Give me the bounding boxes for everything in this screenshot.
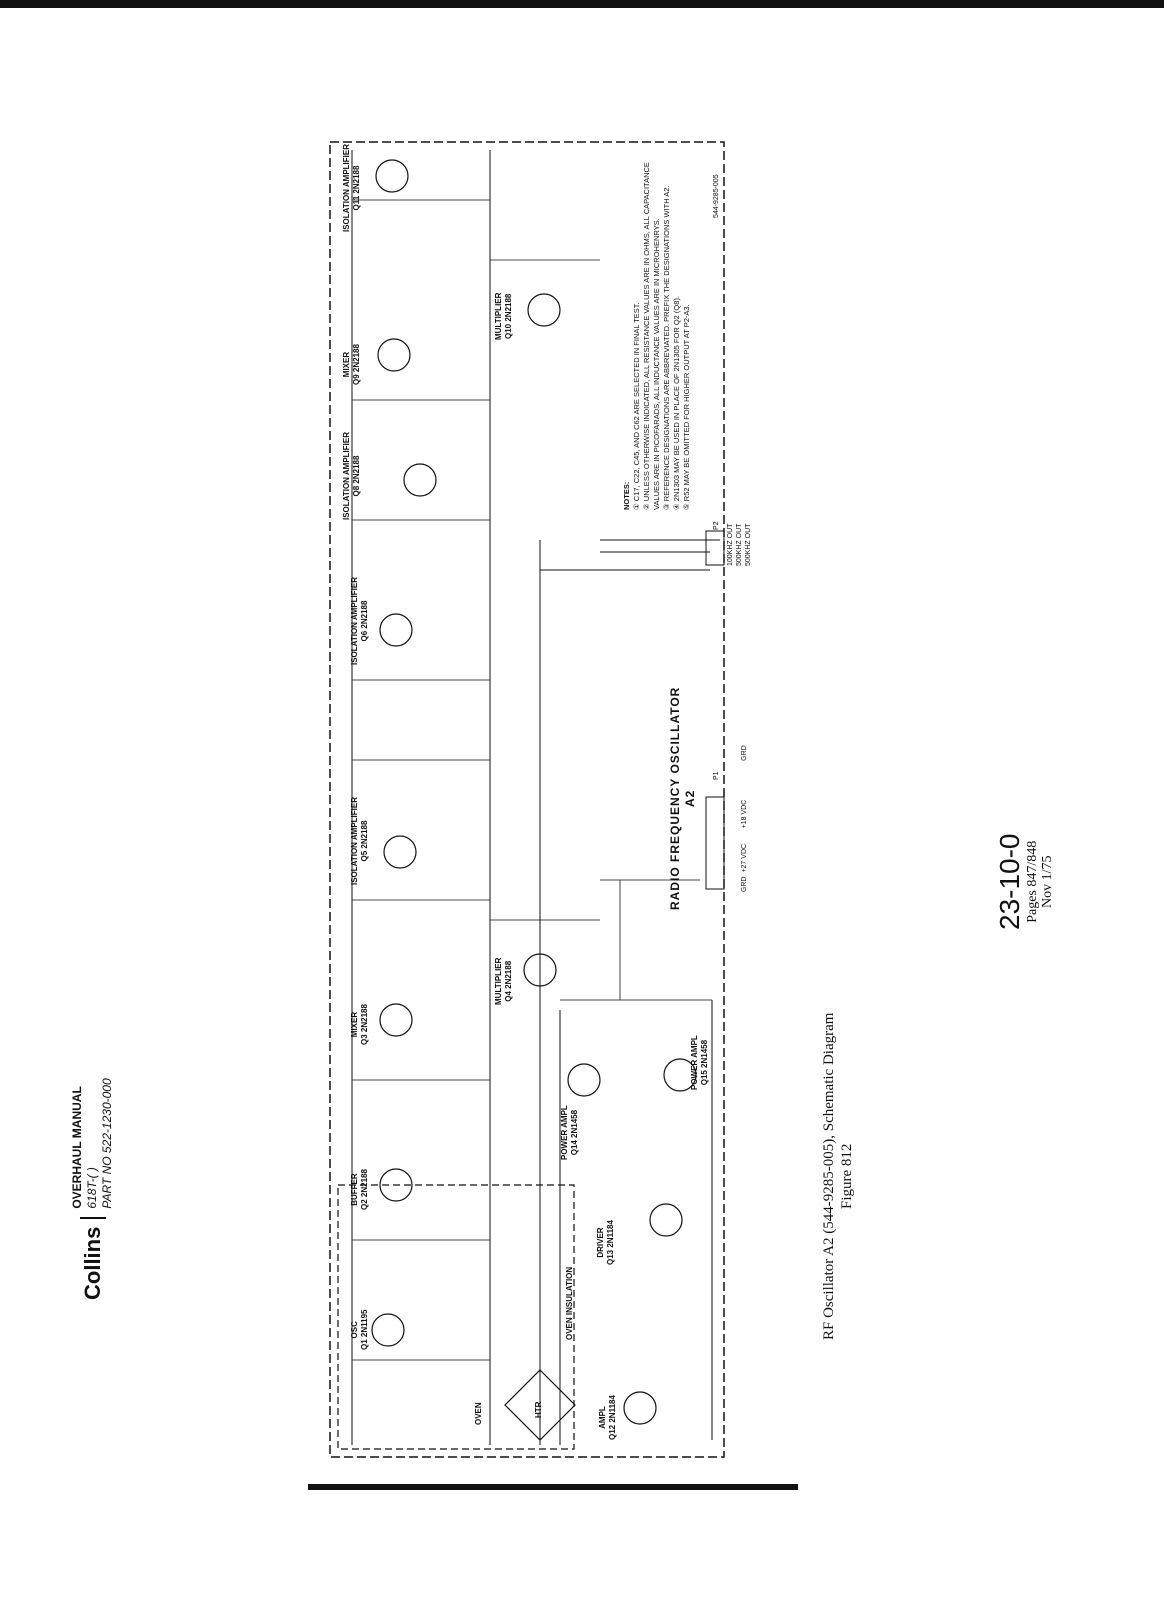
bottom-rule	[308, 1484, 798, 1490]
connector-p2: P2	[713, 521, 720, 530]
top-border	[0, 0, 1164, 8]
connector-p1: P1	[713, 771, 720, 780]
caption-title: RF Oscillator A2 (544-9285-005), Schemat…	[821, 1012, 837, 1340]
htr-label: HTR	[534, 1401, 543, 1418]
page-number-block: 23-10-0 Pages 847/848 Nov 1/75	[994, 833, 1055, 930]
page-range: Pages 847/848	[1025, 840, 1040, 923]
schematic-notes: NOTES: ① C17, C22, C45, AND C62 ARE SELE…	[622, 162, 691, 510]
drawing-number: 544-9285-005	[713, 174, 720, 218]
revision-date: Nov 1/75	[1040, 855, 1055, 909]
chapter-code: 23-10-0	[994, 833, 1025, 930]
oven-insulation-label: OVEN INSULATION	[565, 1266, 574, 1340]
connector-p2-outputs: 100KHZ OUT 500KHZ OUT 500KHZ OUT	[727, 523, 752, 566]
figure-caption: RF Oscillator A2 (544-9285-005), Schemat…	[820, 1013, 856, 1340]
oven-label: OVEN	[474, 1402, 483, 1425]
connector-p1-pins: GRD +27 VDC +18 VDC GRD	[741, 745, 748, 892]
schematic-title: RADIO FREQUENCY OSCILLATOR A2	[668, 686, 697, 910]
caption-figure: Figure 812	[839, 1143, 855, 1209]
